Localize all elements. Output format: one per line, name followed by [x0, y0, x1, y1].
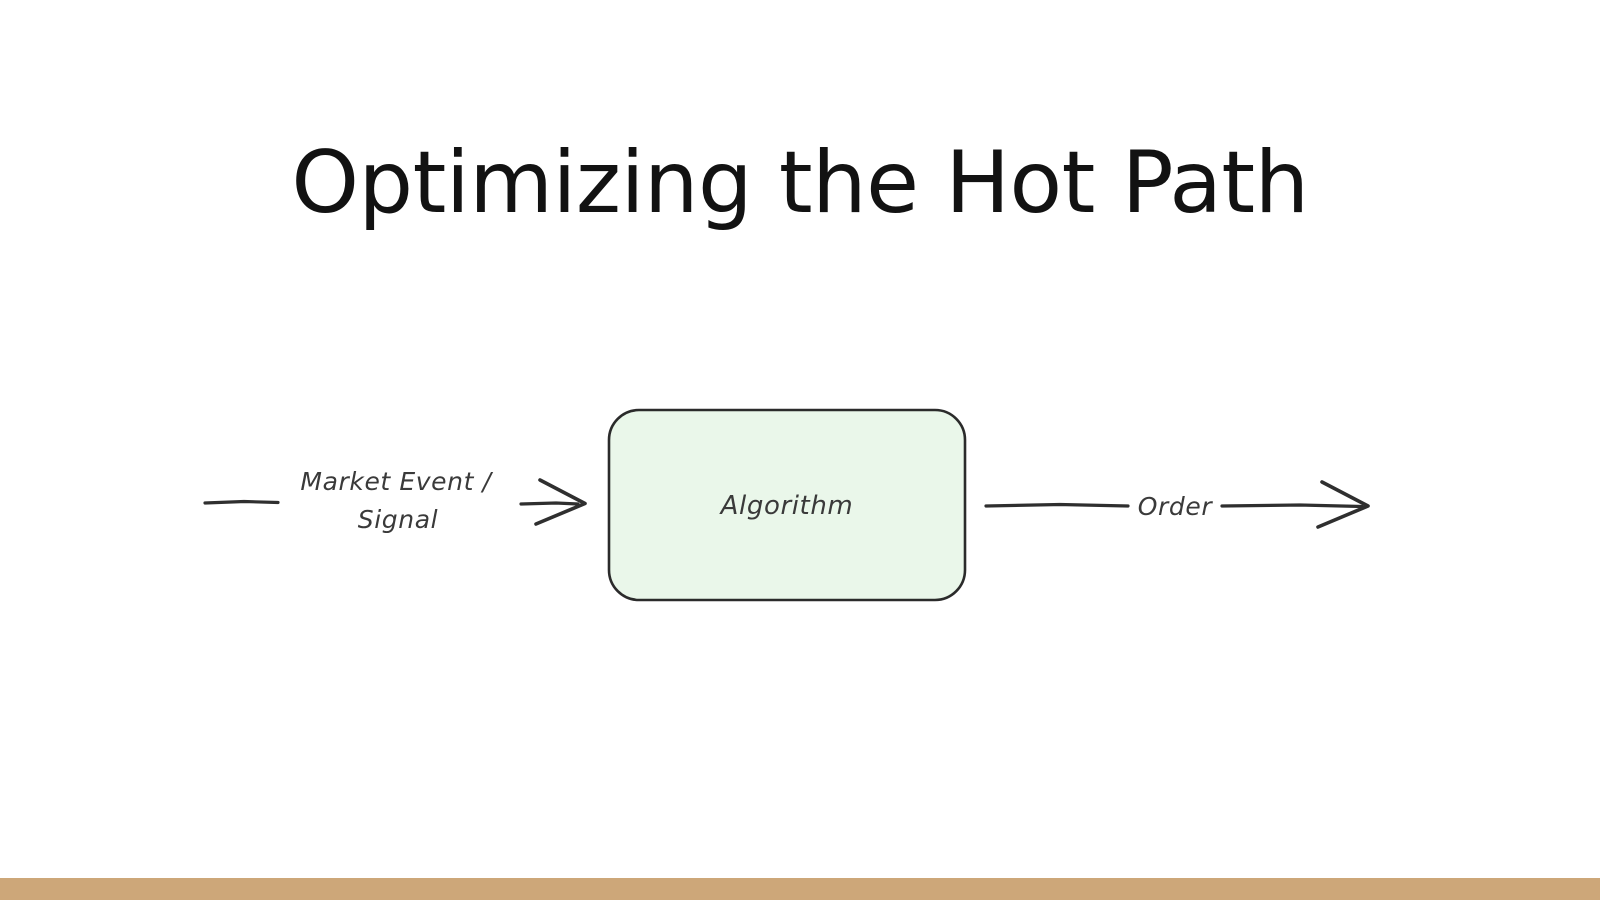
node-algorithm-shape — [607, 408, 967, 602]
page-title: Optimizing the Hot Path — [291, 133, 1309, 233]
edge-inbound-line-right — [519, 501, 580, 506]
bottom-accent-bar — [0, 878, 1600, 900]
edge-inbound: Market Event / Signal — [203, 467, 587, 534]
edge-outbound-arrowhead-icon — [1316, 480, 1370, 529]
edge-inbound-arrowhead-icon — [534, 478, 587, 526]
node-algorithm[interactable]: Algorithm — [607, 408, 967, 602]
edge-inbound-label-line1: Market Event / — [300, 467, 493, 496]
edge-outbound-line-left — [984, 502, 1130, 508]
edge-inbound-label-line2: Signal — [358, 505, 438, 534]
edge-inbound-line-left — [203, 499, 280, 505]
node-algorithm-label: Algorithm — [719, 491, 854, 521]
edge-outbound-label: Order — [1138, 492, 1214, 521]
edge-outbound: Order — [984, 480, 1370, 529]
edge-outbound-line-right — [1220, 503, 1364, 509]
